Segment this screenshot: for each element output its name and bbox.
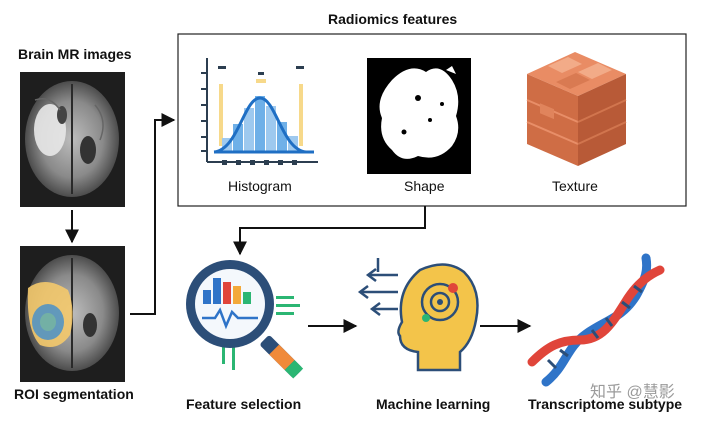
transcriptome-subtype-label: Transcriptome subtype (528, 396, 683, 412)
feature-selection-icon (186, 260, 304, 379)
radiomics-features-title: Radiomics features (328, 11, 458, 27)
shape-icon (367, 58, 471, 174)
texture-label: Texture (552, 178, 598, 194)
roi-segmentation-label: ROI segmentation (14, 386, 134, 402)
brain-mr-image (20, 72, 125, 207)
histogram-icon (201, 58, 318, 165)
texture-icon (526, 52, 627, 166)
roi-segmentation-image (20, 246, 125, 382)
brain-mr-images-label: Brain MR images (18, 46, 132, 62)
histogram-label: Histogram (228, 178, 292, 194)
watermark: 知乎 @慧影 (590, 384, 675, 401)
arrow-radiomics-to-selection (233, 206, 426, 256)
machine-learning-icon (357, 258, 479, 372)
arrow-roi-to-radiomics (130, 113, 176, 315)
feature-selection-label: Feature selection (186, 396, 302, 412)
dna-icon (527, 253, 665, 387)
machine-learning-label: Machine learning (376, 396, 491, 412)
shape-label: Shape (404, 178, 445, 194)
